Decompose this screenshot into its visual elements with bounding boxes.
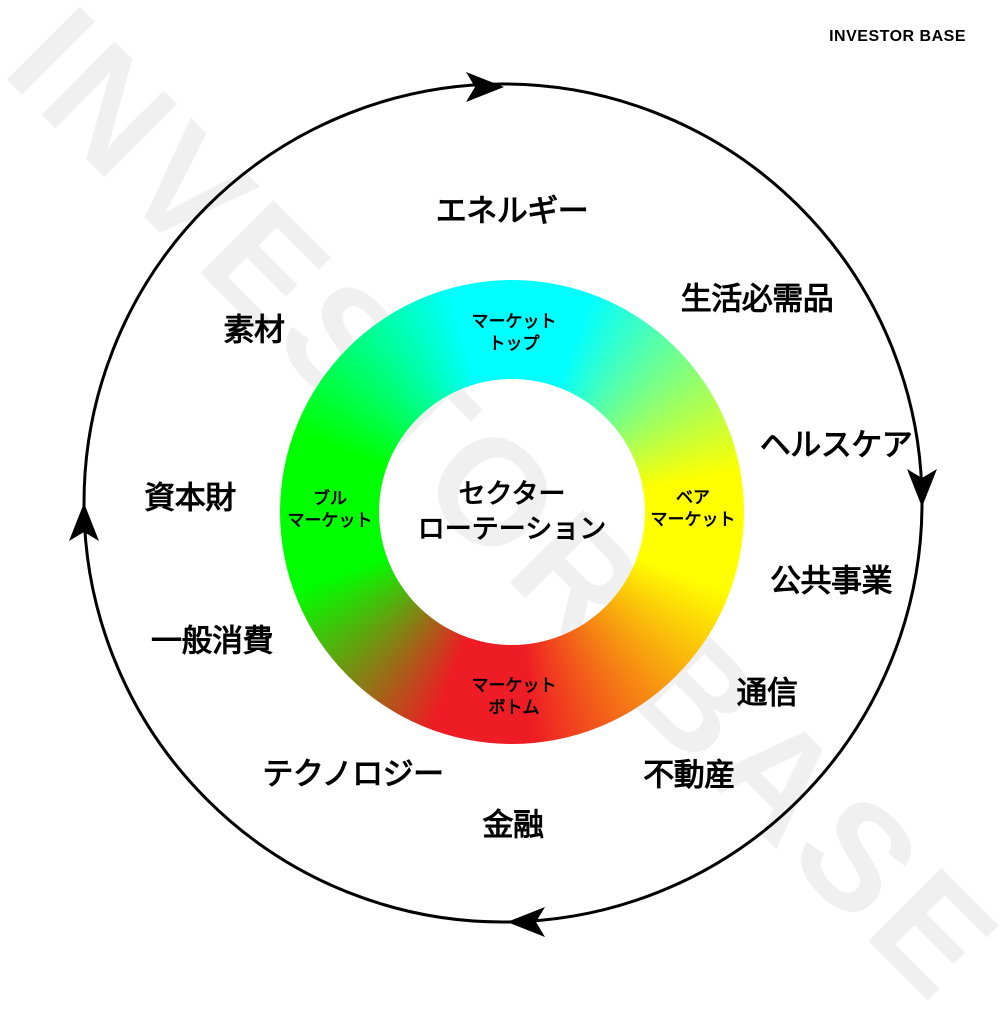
phase-bottom-line1: マーケット [471, 675, 557, 696]
arrow-bottom-icon [507, 907, 545, 937]
sector-materials: 素材 [223, 312, 286, 349]
sector-consumer-staples: 生活必需品 [680, 281, 834, 318]
cycle-graphic [69, 72, 937, 937]
phase-label-bear-market: ベア マーケット [651, 487, 736, 531]
center-title: セクター ローテーション [418, 477, 606, 547]
phase-bear-line2: マーケット [650, 510, 736, 530]
phase-label-bull-market: ブル マーケット [288, 488, 373, 532]
phase-top-line2: トップ [488, 334, 540, 354]
phase-bear-line1: ベア [676, 487, 710, 508]
brand-label: INVESTOR BASE [829, 28, 966, 45]
arrow-right-icon [907, 469, 937, 507]
sector-industrials: 資本財 [144, 480, 236, 517]
sector-telecom: 通信 [736, 675, 799, 712]
center-title-line2: ローテーション [417, 514, 607, 545]
sector-financials: 金融 [482, 807, 545, 844]
sector-utilities: 公共事業 [770, 563, 893, 600]
sector-real-estate: 不動産 [643, 757, 735, 794]
sector-healthcare: ヘルスケア [759, 427, 913, 464]
sector-technology: テクノロジー [262, 756, 444, 793]
sector-consumer-discretionary: 一般消費 [151, 623, 274, 660]
phase-label-market-top: マーケット トップ [472, 311, 557, 355]
sector-energy: エネルギー [435, 193, 589, 230]
phase-bull-line2: マーケット [287, 511, 373, 531]
arrow-top-icon [466, 72, 504, 102]
phase-bull-line1: ブル [313, 488, 347, 509]
phase-bottom-line2: ボトム [488, 698, 540, 718]
arrow-left-icon [69, 503, 99, 541]
center-title-line1: セクター [458, 478, 566, 510]
phase-top-line1: マーケット [471, 311, 557, 332]
phase-label-market-bottom: マーケット ボトム [472, 675, 557, 719]
